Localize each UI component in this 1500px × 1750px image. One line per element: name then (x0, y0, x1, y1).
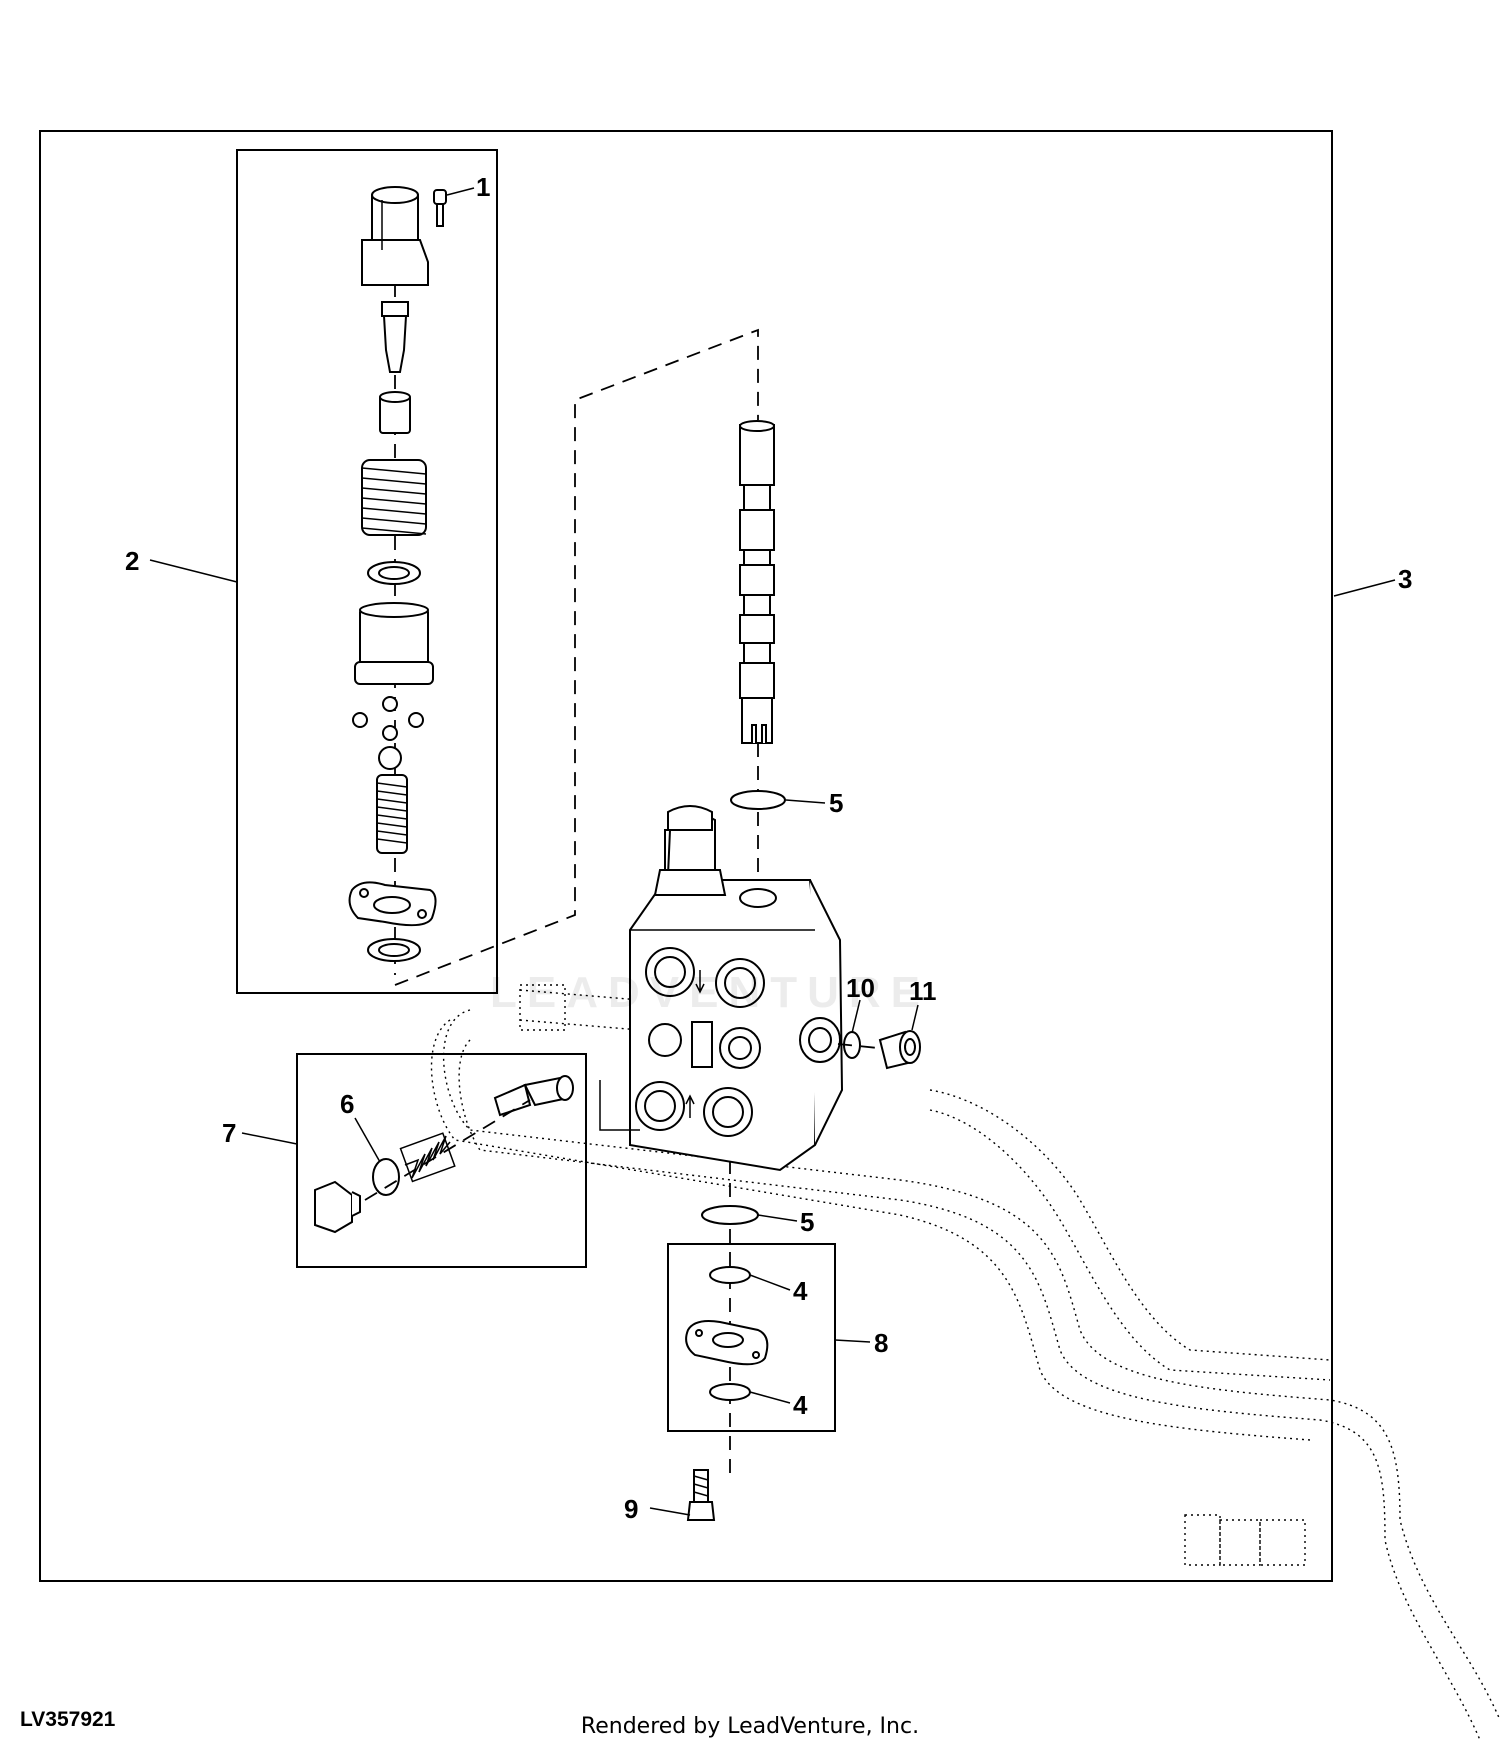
kit-connection-line (394, 328, 759, 986)
hydraulic-hoses (430, 984, 1500, 1741)
callout-6: 6 (340, 1089, 354, 1119)
relief-poppet (381, 301, 409, 373)
relief-washer (367, 561, 421, 585)
detent-plunger (493, 1075, 574, 1117)
detent-kit-box (296, 1053, 587, 1268)
relief-valve-kit-box (236, 149, 498, 994)
callout-11: 11 (909, 976, 937, 1006)
detent-o-ring (372, 1158, 400, 1196)
ball-spring (376, 774, 408, 854)
relief-sleeve (354, 602, 434, 685)
leader-lines (149, 187, 1396, 1516)
plate-kit-box (667, 1243, 836, 1432)
watermark: LEADVENTURE (490, 968, 931, 1017)
relief-spring (361, 459, 427, 536)
callout-9: 9 (624, 1494, 638, 1524)
relief-lower-washer (367, 938, 421, 962)
valve-spool (739, 420, 775, 744)
side-plug (878, 1030, 921, 1070)
relief-flange (348, 881, 437, 927)
plate-o-ring-lower (709, 1383, 751, 1401)
footer-credit: Rendered by LeadVenture, Inc. (580, 1714, 920, 1739)
callout-10: 10 (846, 973, 875, 1003)
callout-5-lower: 5 (800, 1207, 814, 1237)
callout-2: 2 (125, 546, 139, 576)
cap-screw (433, 189, 447, 227)
poppet-seat (379, 391, 411, 434)
check-balls (352, 696, 424, 770)
o-ring-lower (701, 1205, 759, 1225)
mounting-plate (685, 1320, 769, 1366)
callout-7: 7 (222, 1118, 236, 1148)
o-ring-upper (730, 790, 786, 810)
callout-4-lower: 4 (793, 1390, 808, 1420)
callout-4-upper: 4 (793, 1276, 808, 1306)
valve-body (599, 805, 844, 1172)
figure-id: LV357921 (20, 1708, 116, 1731)
mounting-bolt (686, 1469, 716, 1521)
callout-3: 3 (1398, 564, 1412, 594)
callout-1: 1 (476, 172, 490, 202)
detent-plug (314, 1180, 361, 1234)
plate-o-ring-upper (709, 1266, 751, 1284)
relief-valve-cap (361, 186, 429, 286)
assembly-frame (39, 130, 1333, 1582)
callout-5-upper: 5 (829, 788, 843, 818)
callout-8: 8 (874, 1328, 888, 1358)
